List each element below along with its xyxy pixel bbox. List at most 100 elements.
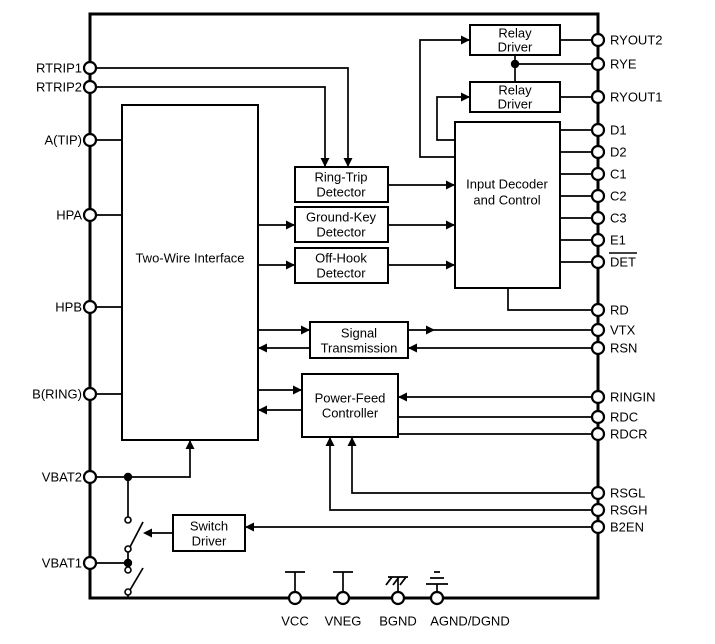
pin-b-ring [82,386,98,402]
wire-rsgh [329,437,598,511]
pin-rsn [590,340,606,356]
input-decoder-label-2: and Control [473,193,540,208]
wire-arrowheads [143,35,470,538]
relay-driver-bottom-label-2: Driver [498,97,533,112]
pin-rdcr [590,426,606,442]
pin-label-det: DET [610,255,636,270]
block-two-wire-interface [121,104,259,441]
pin-label-c2: C2 [610,189,627,204]
vbat1-junction-dot [123,558,133,568]
pin-vtx [590,322,606,338]
switch2-blade [129,567,144,591]
pin-ringin [590,389,606,405]
pin-label-bgnd: BGND [379,614,417,629]
pin-label-c3: C3 [610,211,627,226]
wire-decoder-to-relay-driver-top [419,39,470,158]
block-labels: Two-Wire Interface Ring-Trip Detector Gr… [135,26,548,549]
signal-transmission-label-2: Transmission [321,341,398,356]
two-wire-interface-label: Two-Wire Interface [135,251,244,266]
ring-trip-detector-label-2: Detector [316,185,366,200]
pin-ryout2 [590,32,606,48]
pin-label-agnd-dgnd: AGND/DGND [430,614,509,629]
arrowheads-down [320,158,353,167]
block-ground-key-detector [294,206,389,243]
block-off-hook-detector [294,247,389,284]
off-hook-detector-label-1: Off-Hook [315,251,367,266]
switch1-blade [129,521,144,548]
pin-label-b2en: B2EN [610,520,644,535]
pin-d1 [590,122,606,138]
pin-label-vbat2: VBAT2 [42,470,82,485]
wire-rye [514,55,598,82]
blocks [121,24,561,552]
pin-label-rsgl: RSGL [610,486,645,501]
block-input-decoder-and-control [454,121,561,289]
pin-ryout1 [590,89,606,105]
switch-driver-label-2: Driver [192,534,227,549]
pin-a-tip [82,132,98,148]
pin-rsgl [590,485,606,501]
block-switch-driver [172,514,246,552]
pin-vneg [335,590,351,606]
ground-key-detector-label-2: Detector [316,225,366,240]
ring-trip-detector-label-1: Ring-Trip [315,170,368,185]
switch2-bottom-contact [124,588,132,596]
pin-b2en [590,519,606,535]
wire-decoder-to-relay-driver-bottom [436,96,470,141]
pin-c2 [590,188,606,204]
agnd-earth-ground-symbol [426,571,448,585]
wire-rsgl [351,437,598,494]
pin-c3 [590,210,606,226]
input-decoder-label-1: Input Decoder [466,177,548,192]
vbat2-junction-dot [123,472,133,482]
rye-junction-dot [510,59,520,69]
pin-label-rtrip2: RTRIP2 [36,80,82,95]
pin-d2 [590,144,606,160]
junction-dots [123,59,520,568]
pin-hpa [82,207,98,223]
wire-rtrip2 [90,86,326,167]
pin-label-ryout2: RYOUT2 [610,33,663,48]
block-power-feed-controller [301,373,399,438]
bgnd-chassis-ground-symbol [385,576,408,586]
pin-label-e1: E1 [610,233,626,248]
wire-vbat2 [90,440,191,478]
pin-label-ringin: RINGIN [610,390,656,405]
left-pin-labels: RTRIP1 RTRIP2 A(TIP) HPA HPB B(RING) VBA… [32,61,82,571]
pin-c1 [590,166,606,182]
switch2-top-contact [124,566,132,574]
pin-label-vcc: VCC [281,614,308,629]
pin-label-a-tip: A(TIP) [44,133,82,148]
pin-terminals [82,32,606,606]
pin-rtrip1 [82,60,98,76]
pin-label-rdcr: RDCR [610,427,648,442]
pin-label-b-ring: B(RING) [32,387,82,402]
pin-label-rsn: RSN [610,341,637,356]
pin-rdc [590,409,606,425]
switch-driver-label-1: Switch [190,519,228,534]
signal-transmission-label-1: Signal [341,326,377,341]
power-feed-controller-label-2: Controller [322,406,379,421]
pin-vbat2 [82,469,98,485]
pin-rsgh [590,502,606,518]
pin-label-vbat1: VBAT1 [42,556,82,571]
pin-agnd-dgnd [429,590,445,606]
pin-e1 [590,232,606,248]
pin-label-rye: RYE [610,57,637,72]
off-hook-detector-label-2: Detector [316,266,366,281]
pin-rye [590,56,606,72]
relay-driver-bottom-label-1: Relay [498,83,532,98]
pin-label-vtx: VTX [610,323,636,338]
pin-bgnd [390,590,406,606]
pin-vbat1 [82,555,98,571]
switch1-top-contact [124,516,132,524]
pin-label-rd: RD [610,303,629,318]
pin-det [590,254,606,270]
battery-switch [124,516,144,596]
pin-label-vneg: VNEG [325,614,362,629]
bottom-pin-labels: VCC VNEG BGND AGND/DGND [281,614,509,629]
wire-rd [507,288,598,311]
pin-vcc [287,590,303,606]
